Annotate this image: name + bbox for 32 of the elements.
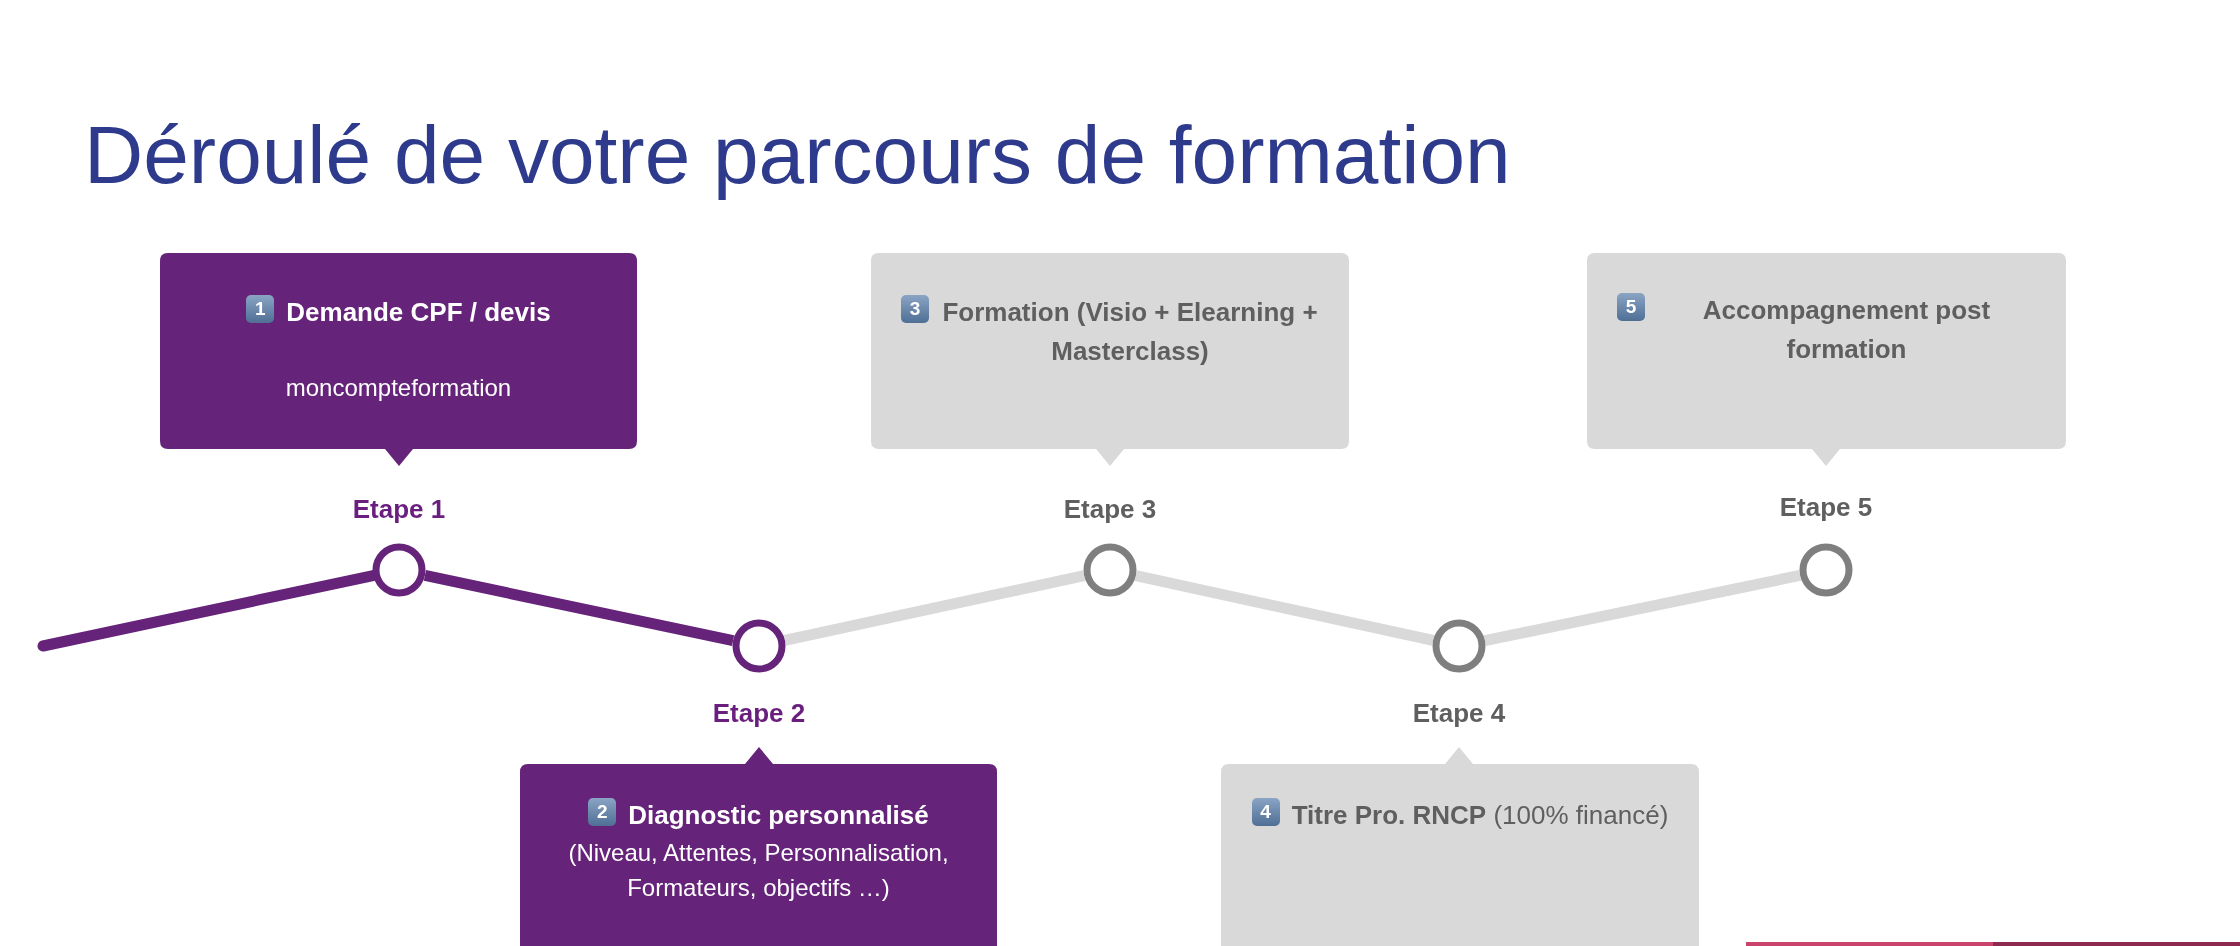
step-circle xyxy=(372,543,426,597)
step-label: Etape 5 xyxy=(1779,491,1873,523)
title: Déroulé de votre parcours de formation xyxy=(84,108,1511,202)
step-description: (Niveau, Attentes, Personnalisation, Formateurs, objectifs …) xyxy=(567,838,950,903)
callout-box xyxy=(1587,253,2066,466)
step-label: Etape 1 xyxy=(352,493,446,525)
step-heading: Titre Pro. RNCP (100% financé) xyxy=(1291,799,1669,832)
timeline-segment xyxy=(423,570,735,646)
callout-box xyxy=(871,253,1349,466)
step-circle xyxy=(1083,543,1137,597)
step-description: moncompteformation xyxy=(285,373,512,403)
step-heading: Demande CPF / devis xyxy=(286,296,551,329)
step-heading: Accompagnement post formation xyxy=(1701,294,1992,366)
step-circle xyxy=(732,619,786,673)
timeline-segment xyxy=(1483,570,1802,646)
callout-box xyxy=(520,747,997,946)
callout-box xyxy=(160,253,637,466)
number-badge: 5 xyxy=(1617,293,1645,321)
step-circle xyxy=(1799,543,1853,597)
timeline-segment xyxy=(783,570,1086,646)
number-badge: 1 xyxy=(246,295,275,323)
number-badge: 2 xyxy=(588,798,617,826)
timeline-segment xyxy=(1134,570,1435,646)
callout-box xyxy=(1221,747,1699,946)
step-label: Etape 3 xyxy=(1063,493,1157,525)
number-badge: 4 xyxy=(1251,798,1280,826)
step-label: Etape 4 xyxy=(1412,697,1506,729)
step-heading: Diagnostic personnalisé xyxy=(628,799,929,832)
step-heading: Formation (Visio + Elearning + Masterclass) xyxy=(941,296,1319,368)
step-label: Etape 2 xyxy=(712,697,806,729)
step-circle xyxy=(1432,619,1486,673)
number-badge: 3 xyxy=(901,295,929,323)
